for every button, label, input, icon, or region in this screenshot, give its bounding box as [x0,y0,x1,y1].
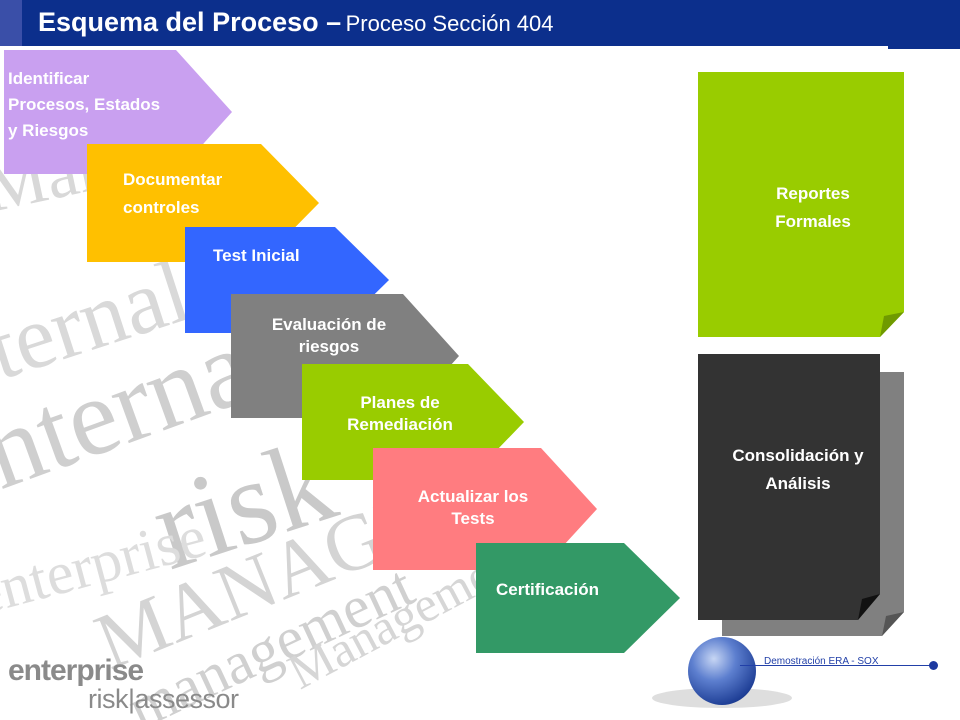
step-label-line: y Riesgos [8,121,89,140]
step-label: Certificación [496,579,656,601]
logo-line2: risk|assessor [88,684,239,714]
step-label: Documentar controles [123,166,303,222]
step-label-line: Procesos, Estados [8,95,161,114]
process-step: Certificación [476,543,680,653]
step-label-line: Identificar [8,69,90,88]
step-arrow [373,448,597,570]
step-arrow [476,543,680,653]
page-title: Esquema del Proceso – Proceso Sección 40… [38,9,554,36]
consolidation-label: Consolidación y Análisis [698,442,898,498]
title-underline [888,46,960,49]
footer-link[interactable]: Demostración ERA - SOX [764,656,879,667]
title-sub: Proceso Sección 404 [345,11,554,36]
footer-dot [929,661,938,670]
step-arrow-shape [476,543,680,653]
consolidation-box: Consolidación y Análisis [698,354,904,636]
globe-icon [688,637,756,705]
reports-line: Reportes [776,184,850,203]
consolidation-shape [698,354,904,636]
step-arrow-shape [4,50,232,174]
step-label-line: Planes de [360,393,440,412]
title-accent [0,0,22,46]
step-label-line: riesgos [298,337,360,356]
step-arrow [4,50,232,174]
consolidation-line: Análisis [765,474,831,493]
step-label-line: Tests [451,509,495,528]
step-label: Test Inicial [213,245,373,267]
step-label-line: Documentar [123,170,223,189]
title-main: Esquema del Proceso – [38,7,342,37]
step-label-line: Remediación [347,415,453,434]
logo: enterprise risk|assessor [8,654,268,716]
reports-shape [698,72,904,337]
reports-line: Formales [775,212,851,231]
step-label-line: controles [123,198,200,217]
consolidation-line: Consolidación y [732,446,864,465]
logo-line1: enterprise [8,654,144,687]
step-label-line: Evaluación de [271,315,387,334]
title-bar [0,0,960,46]
step-label: Planes de Remediación [320,392,480,436]
step-label: Evaluación de riesgos [239,314,419,358]
footer-line [740,665,932,666]
reports-box: Reportes Formales [698,72,904,337]
step-label-line: Test Inicial [213,246,300,265]
step-label-line: Actualizar los [417,487,529,506]
step-arrow-shape [373,448,597,570]
reports-label: Reportes Formales [698,180,928,236]
step-label-line: Certificación [496,580,599,599]
